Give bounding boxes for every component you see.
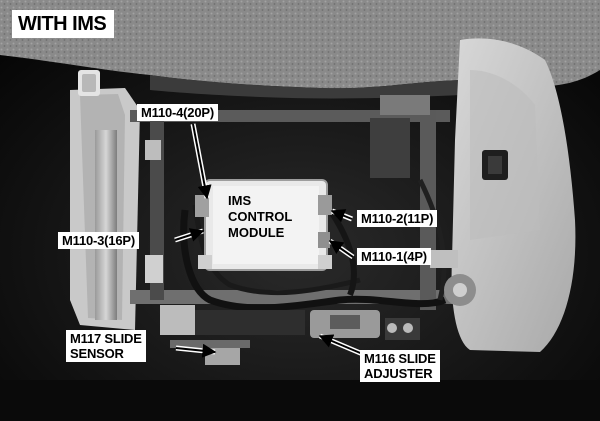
callout-m117-slide-sensor: M117 SLIDE SENSOR — [66, 330, 146, 362]
callout-m110-4: M110-4(20P) — [137, 104, 218, 121]
callout-m110-3: M110-3(16P) — [58, 232, 139, 249]
callout-m116-line2: ADJUSTER — [364, 366, 433, 381]
callout-m117-line2: SENSOR — [70, 346, 124, 361]
callout-m110-2: M110-2(11P) — [357, 210, 438, 227]
ims-control-module-label: IMS CONTROL MODULE — [228, 193, 308, 241]
module-label-line3: MODULE — [228, 225, 285, 240]
callout-m110-1: M110-1(4P) — [357, 248, 431, 265]
callout-m117-line1: M117 SLIDE — [70, 331, 142, 346]
figure-title: WITH IMS — [12, 10, 115, 38]
callout-m116-line1: M116 SLIDE — [364, 351, 436, 366]
module-label-line1: IMS — [228, 193, 252, 208]
module-label-line2: CONTROL — [228, 209, 293, 224]
callout-m116-slide-adjuster: M116 SLIDE ADJUSTER — [360, 350, 440, 382]
